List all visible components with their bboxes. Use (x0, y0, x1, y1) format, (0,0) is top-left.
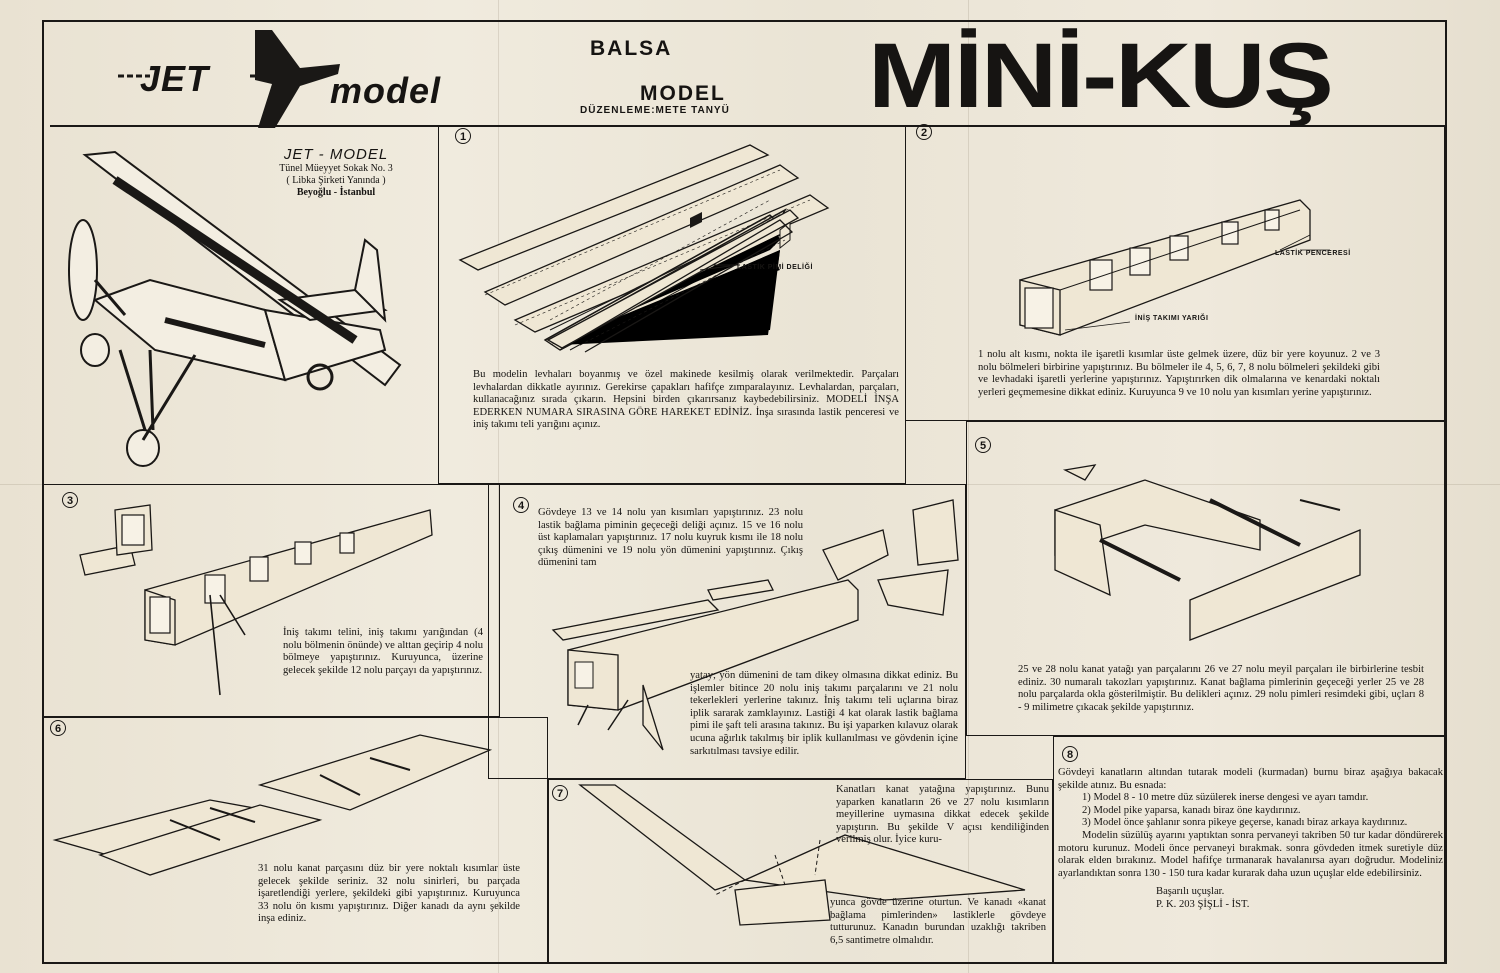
panel-step-8 (1053, 736, 1445, 964)
step-4-text-b: yatay; yön dümenini de tam dikey olmasın… (690, 670, 958, 757)
step-5-text: 25 ve 28 nolu kanat yatağı yan parçaları… (1018, 664, 1424, 713)
step-3-landing-gear (79, 504, 433, 696)
header-balsa: BALSA (590, 37, 673, 60)
step-number-4: 4 (513, 497, 529, 513)
airplane-illustration (68, 150, 402, 467)
step-4-fuselage-assembly (551, 499, 959, 751)
dealer-stamp: JET - MODEL Tünel Müeyyet Sokak No. 3 ( … (256, 146, 416, 199)
panel-step-3 (42, 484, 500, 717)
step-8-text: Gövdeyi kanatların altından tutarak mode… (1058, 767, 1443, 912)
step-number-1: 1 (455, 128, 471, 144)
step-1-text: Bu modelin levhaları boyanmış ve özel ma… (473, 369, 899, 431)
step-8-item-2: 2) Model pike yaparsa, kanadı biraz öne … (1082, 804, 1301, 816)
fold-line (498, 0, 499, 973)
panel-step-6 (42, 717, 548, 964)
step-5-wing-mount (1054, 464, 1361, 641)
header-credit: DÜZENLEME:METE TANYÜ (580, 105, 730, 116)
step-8-intro: Gövdeyi kanatların altından tutarak mode… (1058, 767, 1443, 791)
step-number-8: 8 (1062, 746, 1078, 762)
header-model: MODEL (640, 82, 726, 105)
stamp-note: ( Libka Şirketi Yanında ) (286, 175, 386, 186)
step-8-address: P. K. 203 ŞİŞLİ - İST. (1156, 898, 1250, 910)
step-7-wing-attach (578, 784, 1026, 926)
panel-step-4 (488, 484, 966, 779)
step-number-2: 2 (916, 124, 932, 140)
step-number-3: 3 (62, 492, 78, 508)
step-8-item-3: 3) Model önce şahlanır sonra pikeye geçe… (1082, 817, 1408, 829)
step-3-text: İniş takımı telini, iniş takımı yarığınd… (283, 627, 483, 676)
brand-model: model (330, 70, 442, 111)
stamp-street: Tünel Müeyyet Sokak No. 3 (279, 163, 393, 174)
label-lastik-pimi: LASTİK PİMİ DELİĞİ (737, 264, 813, 271)
step-8-body: Modelin süzülüş ayarını yaptıktan sonra … (1058, 829, 1443, 879)
panel-step-2 (906, 126, 1445, 421)
step-2-fuselage-box (1019, 199, 1330, 336)
step-6-text: 31 nolu kanat parçasını düz bir yere nok… (258, 863, 520, 925)
label-lastik-penceresi: LASTİK PENCERESİ (1275, 250, 1351, 257)
step-4-text-a: Gövdeye 13 ve 14 nolu yan kısımları yapı… (538, 507, 803, 569)
stamp-name: JET - MODEL (283, 146, 389, 163)
step-6-wing-build (52, 734, 493, 876)
step-8-signoff: Başarılı uçuşlar. (1156, 886, 1225, 898)
step-2-text: 1 nolu alt kısmı, nokta ile işaretli kıs… (978, 349, 1380, 398)
step-number-5: 5 (975, 437, 991, 453)
brand-jet: JET (140, 58, 210, 99)
fold-line (968, 0, 969, 973)
step-7-text-b: yunca gövde üzerine oturtun. Ve kanadı «… (830, 897, 1046, 946)
panel-step-5 (966, 421, 1445, 736)
step-number-7: 7 (552, 785, 568, 801)
step-number-6: 6 (50, 720, 66, 736)
stamp-city: Beyoğlu - İstanbul (296, 187, 376, 198)
step-7-text-a: Kanatları kanat yatağına yapıştırınız. B… (836, 784, 1049, 846)
step-1-parts-sheets (458, 144, 830, 353)
panel-step-7 (548, 779, 1053, 964)
panel-step-1 (438, 126, 906, 484)
label-inis-takimi-yarigi: İNİŞ TAKIMI YARIĞI (1135, 315, 1209, 322)
page-title: MİNİ-KUŞ (868, 25, 1334, 127)
step-8-item-1: 1) Model 8 - 10 metre düz süzülerek iner… (1082, 792, 1369, 804)
